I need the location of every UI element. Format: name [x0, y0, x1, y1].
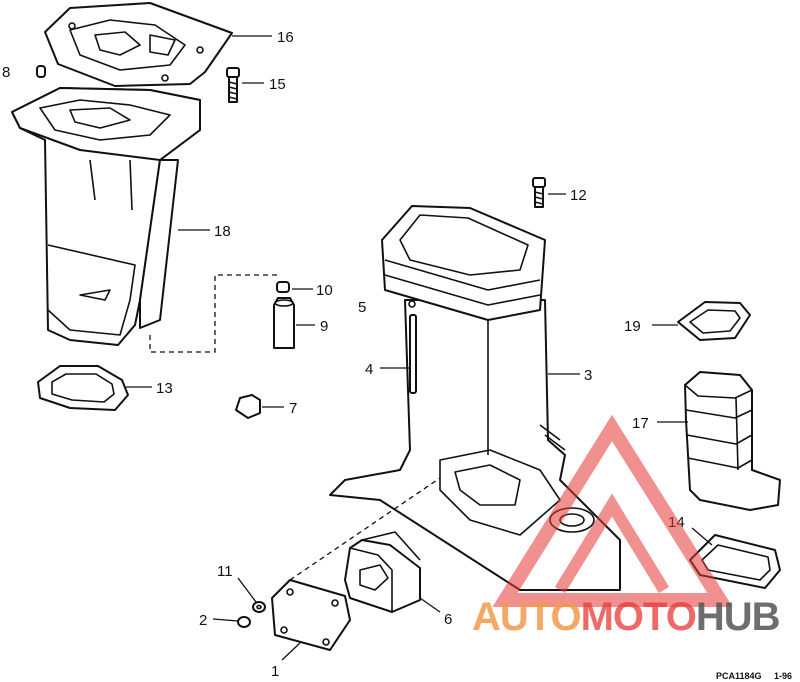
part-10-cap — [276, 281, 290, 293]
callout-2: 2 — [199, 612, 207, 629]
part-1-cover — [271, 579, 351, 651]
callout-12: 12 — [570, 187, 587, 204]
callout-19: 19 — [624, 318, 641, 335]
part-9-tube — [273, 297, 295, 349]
part-3-midsection — [329, 205, 621, 591]
figure-date: 1-96 — [774, 671, 792, 681]
part-8-pin — [36, 65, 46, 78]
part-7-grommet — [235, 394, 261, 419]
part-16-gasket — [44, 2, 233, 87]
part-17-exhaust-seal — [684, 371, 781, 511]
part-6-mount — [344, 531, 421, 613]
part-19-seal — [677, 301, 751, 341]
callout-6: 6 — [444, 611, 452, 628]
callout-11: 11 — [217, 563, 233, 580]
callout-labels: 16 8 15 12 18 10 5 9 19 4 3 13 7 17 14 1… — [2, 29, 685, 680]
callout-1: 1 — [271, 663, 279, 680]
part-4-pin — [409, 314, 417, 394]
alignment-line-cover — [289, 477, 441, 581]
alignment-line-tube — [149, 274, 280, 353]
part-11-washer — [252, 601, 266, 613]
callout-13: 13 — [156, 380, 173, 397]
part-5-marker — [408, 300, 416, 308]
watermark-logo — [492, 414, 733, 607]
callout-9: 9 — [320, 318, 328, 335]
figure-code: PCA1184G — [716, 671, 762, 681]
callout-17: 17 — [632, 415, 649, 432]
callout-7: 7 — [289, 400, 297, 417]
watermark-text: AUTOMOTOHUB — [472, 595, 781, 639]
part-15-screw — [226, 67, 240, 103]
part-13-grommet — [37, 365, 129, 411]
callout-5: 5 — [358, 299, 366, 316]
callout-3: 3 — [584, 367, 592, 384]
part-12-screw — [532, 177, 546, 208]
callout-15: 15 — [269, 76, 286, 93]
callout-8: 8 — [2, 64, 10, 81]
watermark-moto: MOTO — [581, 595, 696, 639]
watermark-hub: HUB — [696, 595, 780, 639]
callout-18: 18 — [214, 223, 231, 240]
callout-16: 16 — [277, 29, 294, 46]
svg-text:AUTOMOTOHUB: AUTOMOTOHUB — [472, 595, 780, 639]
callout-10: 10 — [316, 282, 333, 299]
part-2-screw — [237, 616, 251, 628]
part-18-exhaust-housing — [11, 87, 201, 346]
watermark-auto: AUTO — [472, 595, 581, 639]
leader-lines — [126, 35, 713, 661]
callout-4: 4 — [365, 361, 373, 378]
